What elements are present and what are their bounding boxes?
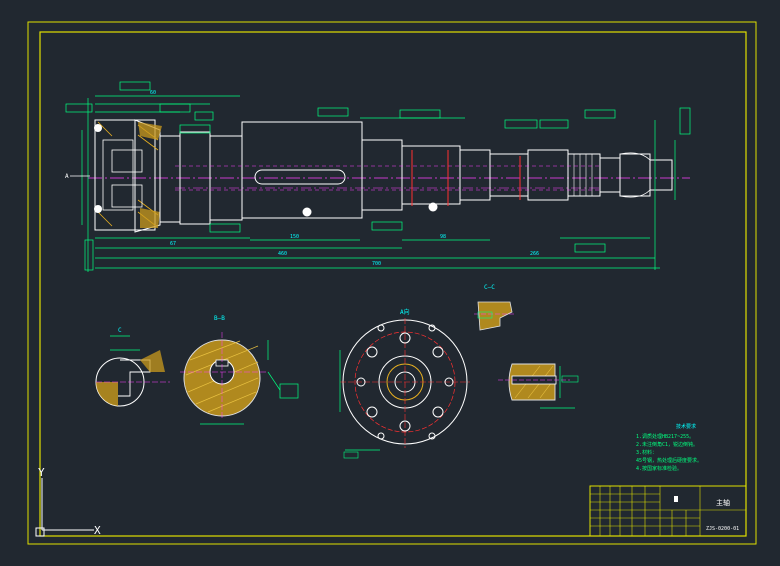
marker-dot — [428, 202, 438, 212]
detail-label: C — [118, 327, 122, 334]
tolerance-frames — [65, 81, 691, 271]
notes-heading: 技术要求 — [676, 423, 696, 430]
detail-view-c: C — [95, 327, 170, 407]
dim-length-7: 60 — [150, 90, 156, 96]
ucs-y-label: Y — [38, 466, 45, 479]
ucs-x-label: X — [94, 524, 101, 537]
notes-line-4: 45号钢，热处理后硬度要求。 — [636, 457, 702, 464]
left-flange — [94, 119, 162, 233]
dim-length-6: 67 — [170, 241, 176, 247]
technical-notes: 技术要求 1.调质处理HB217~255。 2.未注倒角C1，锐边倒钝。 3.材… — [636, 423, 702, 472]
section-marker-a: A — [65, 173, 69, 180]
section-c-label: C–C — [484, 284, 495, 291]
title-drawing-no: ZJS-0200-01 — [706, 526, 739, 532]
view-a-flange: A向 — [339, 308, 470, 459]
ucs-icon: Y X — [35, 466, 101, 537]
section-b-label: B–B — [214, 315, 225, 322]
title-block: 主轴 ZJS-0200-01 — [589, 485, 747, 537]
notes-line-5: 4.按国家标准检验。 — [636, 465, 682, 472]
notes-line-1: 1.调质处理HB217~255。 — [636, 433, 694, 440]
dim-overall-length: 700 — [372, 261, 381, 267]
section-b-b: B–B — [180, 315, 299, 425]
view-a-label: A向 — [400, 308, 410, 316]
dim-length-4: 150 — [290, 234, 299, 240]
section-c-c: C–C — [474, 284, 514, 331]
internal-bore — [175, 165, 600, 191]
outer-frame — [27, 21, 757, 545]
notes-line-3: 3.材料： — [636, 449, 657, 456]
marker-dot — [302, 207, 312, 217]
title-part-name: 主轴 — [716, 498, 730, 507]
notes-line-2: 2.未注倒角C1，锐边倒钝。 — [636, 441, 698, 448]
dim-length-2: 266 — [530, 251, 539, 257]
keyway-section — [498, 363, 579, 409]
shaft-body — [159, 121, 673, 225]
main-shaft-view: 700 266 460 150 98 67 60 A — [65, 81, 691, 272]
red-marks — [411, 150, 521, 206]
dim-length-3: 460 — [278, 251, 287, 257]
inner-frame — [39, 31, 747, 537]
dim-length-5: 98 — [440, 234, 446, 240]
dimension-lines — [81, 95, 676, 272]
